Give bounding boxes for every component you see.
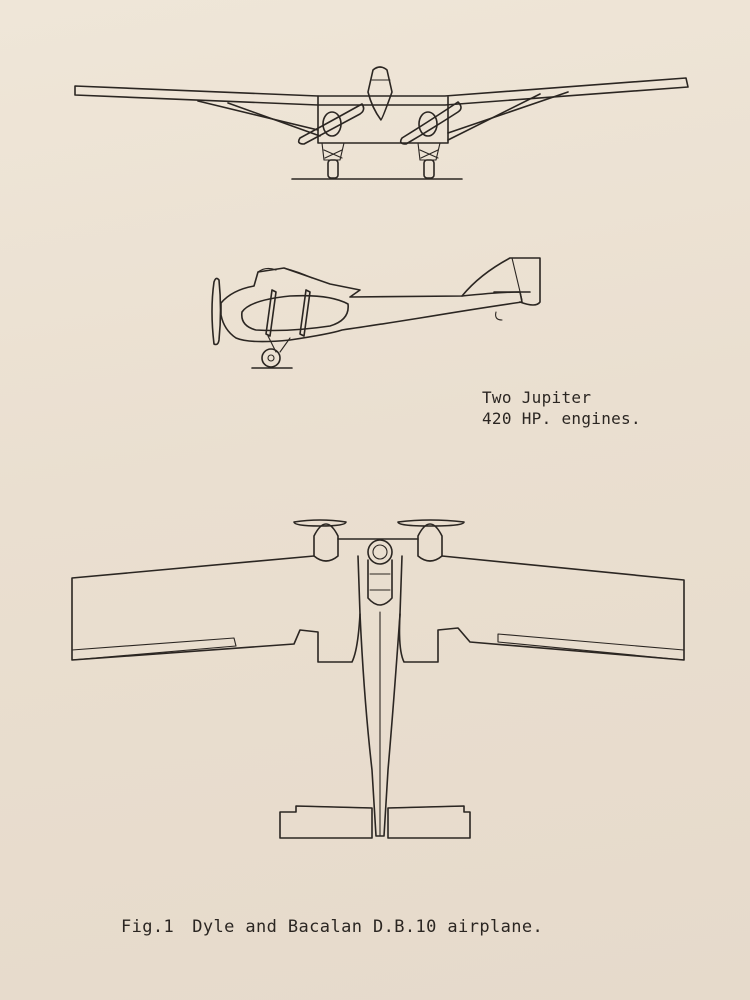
side-view — [211, 257, 541, 369]
figure-caption: Fig.1 Dyle and Bacalan D.B.10 airplane. — [121, 917, 681, 937]
engine-annotation: Two Jupiter 420 HP. engines. — [482, 387, 732, 429]
annotation-line-1: Two Jupiter — [482, 388, 592, 407]
figure-label: Fig.1 — [121, 917, 175, 937]
top-view — [71, 519, 685, 839]
annotation-line-2: 420 HP. engines. — [482, 409, 641, 428]
front-view — [74, 66, 689, 180]
figure-caption-text: Dyle and Bacalan D.B.10 airplane. — [192, 917, 544, 937]
